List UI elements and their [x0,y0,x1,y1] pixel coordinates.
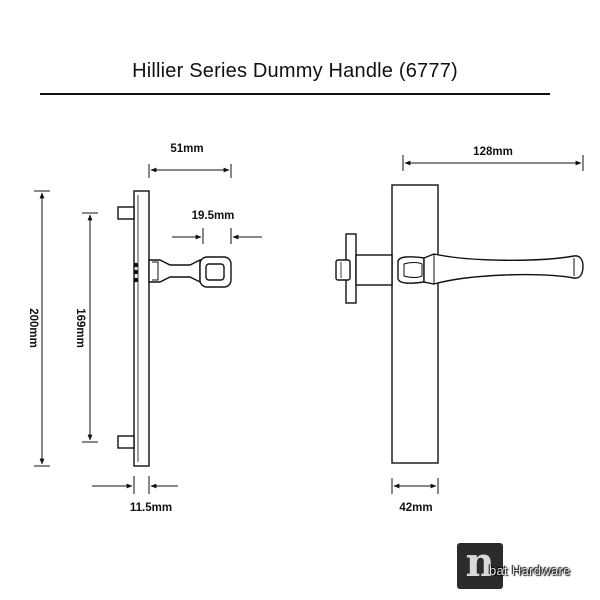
dim-label-169mm: 169mm [74,308,86,348]
dim-label-128mm: 128mm [473,146,513,158]
side-lever-neck [148,258,201,284]
front-lever-arm [423,253,584,285]
front-backplate [391,184,439,464]
logo-mark: n [457,543,503,589]
dim-label-11-5mm: 11.5mm [130,502,172,514]
side-backplate [133,190,150,467]
dim-label-42mm: 42mm [399,502,432,514]
dim-label-51mm: 51mm [170,143,203,155]
side-view [117,190,232,467]
front-spindle [355,254,393,286]
side-bottom-spigot [117,435,135,449]
side-top-spigot [117,206,135,220]
logo-text: bat Hardware [489,563,571,578]
dim-label-200mm: 200mm [27,308,39,348]
front-lever-rose [397,256,425,284]
title-underline [40,93,550,95]
logo-letter: n [465,539,495,586]
front-view [335,184,584,464]
front-spindle-end [335,259,351,281]
page-title: Hillier Series Dummy Handle (6777) [132,60,458,82]
brand-logo: n bat Hardware [457,543,597,591]
dim-label-19-5mm: 19.5mm [192,210,235,222]
side-dimension-lines [34,164,262,494]
front-dimension-lines [391,155,584,494]
